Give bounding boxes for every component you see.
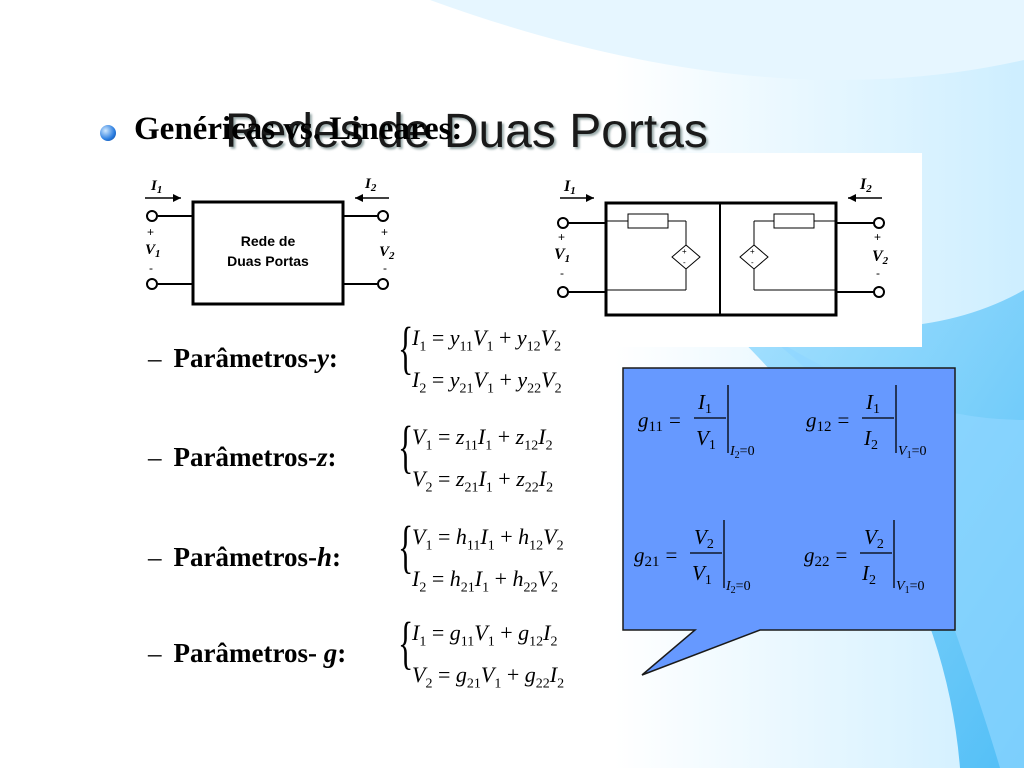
box-label-line1: Rede de (241, 233, 296, 249)
bullet-icon (100, 125, 116, 141)
svg-text:g11=: g11= (638, 408, 681, 435)
svg-text:V1: V1 (696, 426, 716, 453)
parameter-label-h: –Parâmetros-h: (148, 542, 341, 572)
svg-text:-: - (560, 266, 564, 280)
svg-text:g22=: g22= (804, 543, 847, 570)
svg-text:I1: I1 (865, 390, 880, 417)
equation-brace: { (398, 514, 414, 579)
svg-text:+: + (874, 230, 881, 244)
svg-text:+: + (147, 225, 154, 239)
svg-text:I2=0: I2=0 (725, 579, 751, 596)
svg-text:+: + (682, 247, 687, 256)
svg-text:V2: V2 (864, 525, 884, 552)
parameter-label-z: –Parâmetros-z: (148, 442, 337, 472)
svg-text:+: + (558, 230, 565, 244)
svg-text:-: - (876, 266, 880, 280)
svg-text:-: - (683, 258, 686, 267)
svg-text:-: - (751, 258, 754, 267)
parameter-label-g: –Parâmetros- g: (148, 638, 347, 668)
parameter-equation-g-1: I1 = g11V1 + g12I2 (412, 620, 558, 650)
equation-brace: { (398, 610, 414, 675)
parameter-equation-h-2: I2 = h21I1 + h22V2 (412, 566, 558, 596)
svg-text:I1: I1 (150, 178, 162, 196)
svg-text:V2: V2 (694, 525, 714, 552)
parameter-equation-g-2: V2 = g21V1 + g22I2 (412, 662, 565, 692)
svg-text:V1: V1 (692, 561, 712, 588)
parameter-equation-y-2: I2 = y21V1 + y22V2 (412, 367, 562, 397)
svg-text:I2: I2 (859, 176, 872, 195)
parameter-equation-z-2: V2 = z21I1 + z22I2 (412, 466, 554, 496)
callout-shape (622, 367, 956, 676)
parameter-equation-y-1: I1 = y11V1 + y12V2 (412, 325, 562, 355)
section-heading: Genéricas vs. Lineares: (134, 111, 463, 147)
svg-text:I2: I2 (863, 426, 878, 453)
svg-text:I2: I2 (861, 561, 876, 588)
svg-text:+: + (381, 225, 388, 239)
generic-two-port-diagram: Rede de Duas Portas I1 I2 + V1 - + V2 - (137, 168, 427, 338)
svg-text:+: + (750, 247, 755, 256)
parameter-label-y: –Parâmetros-y: (148, 343, 338, 373)
svg-text:V1: V1 (554, 246, 570, 265)
slide-title: Redes de Duas Portas (225, 105, 708, 158)
svg-text:V1=0: V1=0 (898, 444, 926, 461)
svg-text:-: - (383, 261, 387, 275)
parameter-equation-z-1: V1 = z11I1 + z12I2 (412, 424, 553, 454)
svg-text:I1: I1 (697, 390, 712, 417)
svg-text:I1: I1 (563, 178, 576, 197)
svg-text:V1: V1 (145, 242, 161, 260)
svg-text:V2: V2 (379, 244, 395, 262)
svg-text:g21=: g21= (634, 543, 677, 570)
svg-text:I2: I2 (364, 176, 377, 194)
svg-text:-: - (149, 261, 153, 275)
parameter-equation-h-1: V1 = h11I1 + h12V2 (412, 524, 564, 554)
equation-brace: { (398, 414, 414, 479)
svg-text:g12=: g12= (806, 408, 849, 435)
box-label-line2: Duas Portas (227, 253, 309, 269)
svg-text:V1=0: V1=0 (896, 579, 924, 596)
svg-text:I2=0: I2=0 (729, 444, 755, 461)
equation-brace: { (398, 315, 414, 380)
linear-two-port-diagram: + - + - I1 I2 + V1 - + V2 - (520, 153, 922, 347)
svg-text:V2: V2 (872, 248, 889, 267)
